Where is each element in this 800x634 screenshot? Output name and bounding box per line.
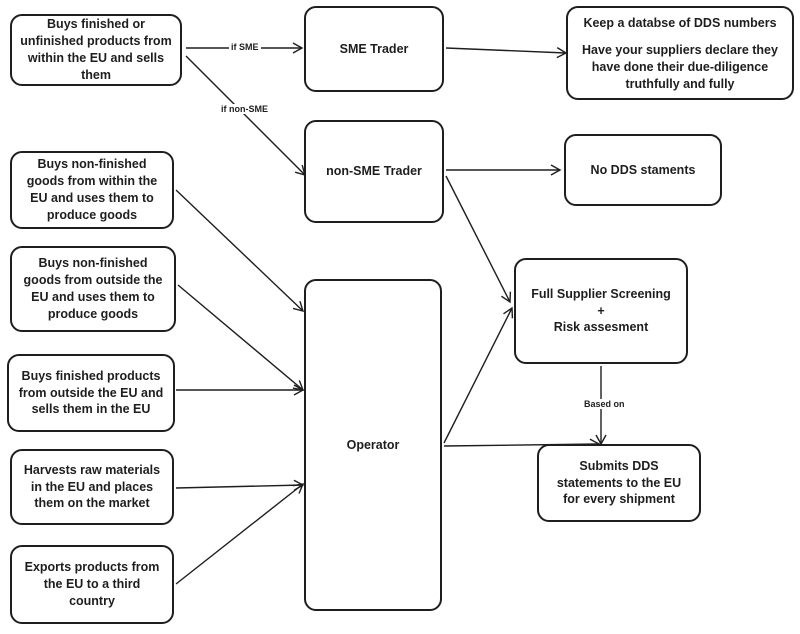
screening-line-2: Risk assesment <box>553 320 649 335</box>
node-exports: Exports products from the EU to a third … <box>10 545 174 624</box>
edge-label-based-on: Based on <box>582 399 627 409</box>
node-no-dds-statements: No DDS staments <box>564 134 722 206</box>
node-buys-finished-outside-text: Buys finished products from outside the … <box>18 368 164 417</box>
node-no-dds-statements-text: No DDS staments <box>590 162 696 177</box>
node-buys-nonfinished-eu: Buys non-finished goods from within the … <box>10 151 174 229</box>
node-sme-requirements: Keep a databse of DDS numbers Have your … <box>566 6 794 100</box>
node-harvests: Harvests raw materials in the EU and pla… <box>10 449 174 525</box>
node-operator-text: Operator <box>346 437 400 452</box>
node-non-sme-trader: non-SME Trader <box>304 120 444 223</box>
node-submits-dds-text: Submits DDS statements to the EU for eve… <box>556 458 682 507</box>
screening-line-1: Full Supplier Screening <box>531 286 671 301</box>
node-sme-trader-text: SME Trader <box>339 41 409 56</box>
node-buys-nonfinished-eu-text: Buys non-finished goods from within the … <box>26 157 158 222</box>
node-operator: Operator <box>304 279 442 611</box>
arrow-buys-finished-to-non-sme <box>185 55 307 177</box>
arrow-sme-to-notes <box>445 47 568 59</box>
arrow-operator-to-screening <box>443 306 514 444</box>
node-supplier-screening: Full Supplier Screening + Risk assesment <box>514 258 688 364</box>
sme-requirement-declaration: Have your suppliers declare they have do… <box>582 42 778 91</box>
node-harvests-text: Harvests raw materials in the EU and pla… <box>23 462 161 511</box>
node-buys-finished-outside: Buys finished products from outside the … <box>7 354 175 432</box>
node-sme-trader: SME Trader <box>304 6 444 92</box>
node-submits-dds: Submits DDS statements to the EU for eve… <box>537 444 701 522</box>
arrow-nonfinished-eu-to-operator <box>175 189 305 312</box>
node-buys-nonfinished-outside: Buys non-finished goods from outside the… <box>10 246 176 332</box>
arrow-non-sme-to-screening <box>445 175 512 304</box>
arrow-nonfinished-outside-to-operator <box>177 284 305 391</box>
node-exports-text: Exports products from the EU to a third … <box>24 560 160 608</box>
arrow-harvests-to-operator <box>175 479 305 491</box>
sme-requirement-database: Keep a databse of DDS numbers <box>583 16 777 30</box>
node-non-sme-trader-text: non-SME Trader <box>326 164 422 179</box>
screening-plus: + <box>597 303 605 318</box>
node-buys-finished-eu-text: Buys finished or unfinished products fro… <box>20 17 172 82</box>
arrow-exports-to-operator <box>175 483 305 585</box>
edge-label-if-non-sme: if non-SME <box>219 104 270 114</box>
node-buys-finished-eu: Buys finished or unfinished products fro… <box>10 14 182 86</box>
edge-label-if-sme: if SME <box>229 42 261 52</box>
node-buys-nonfinished-outside-text: Buys non-finished goods from outside the… <box>23 256 163 321</box>
